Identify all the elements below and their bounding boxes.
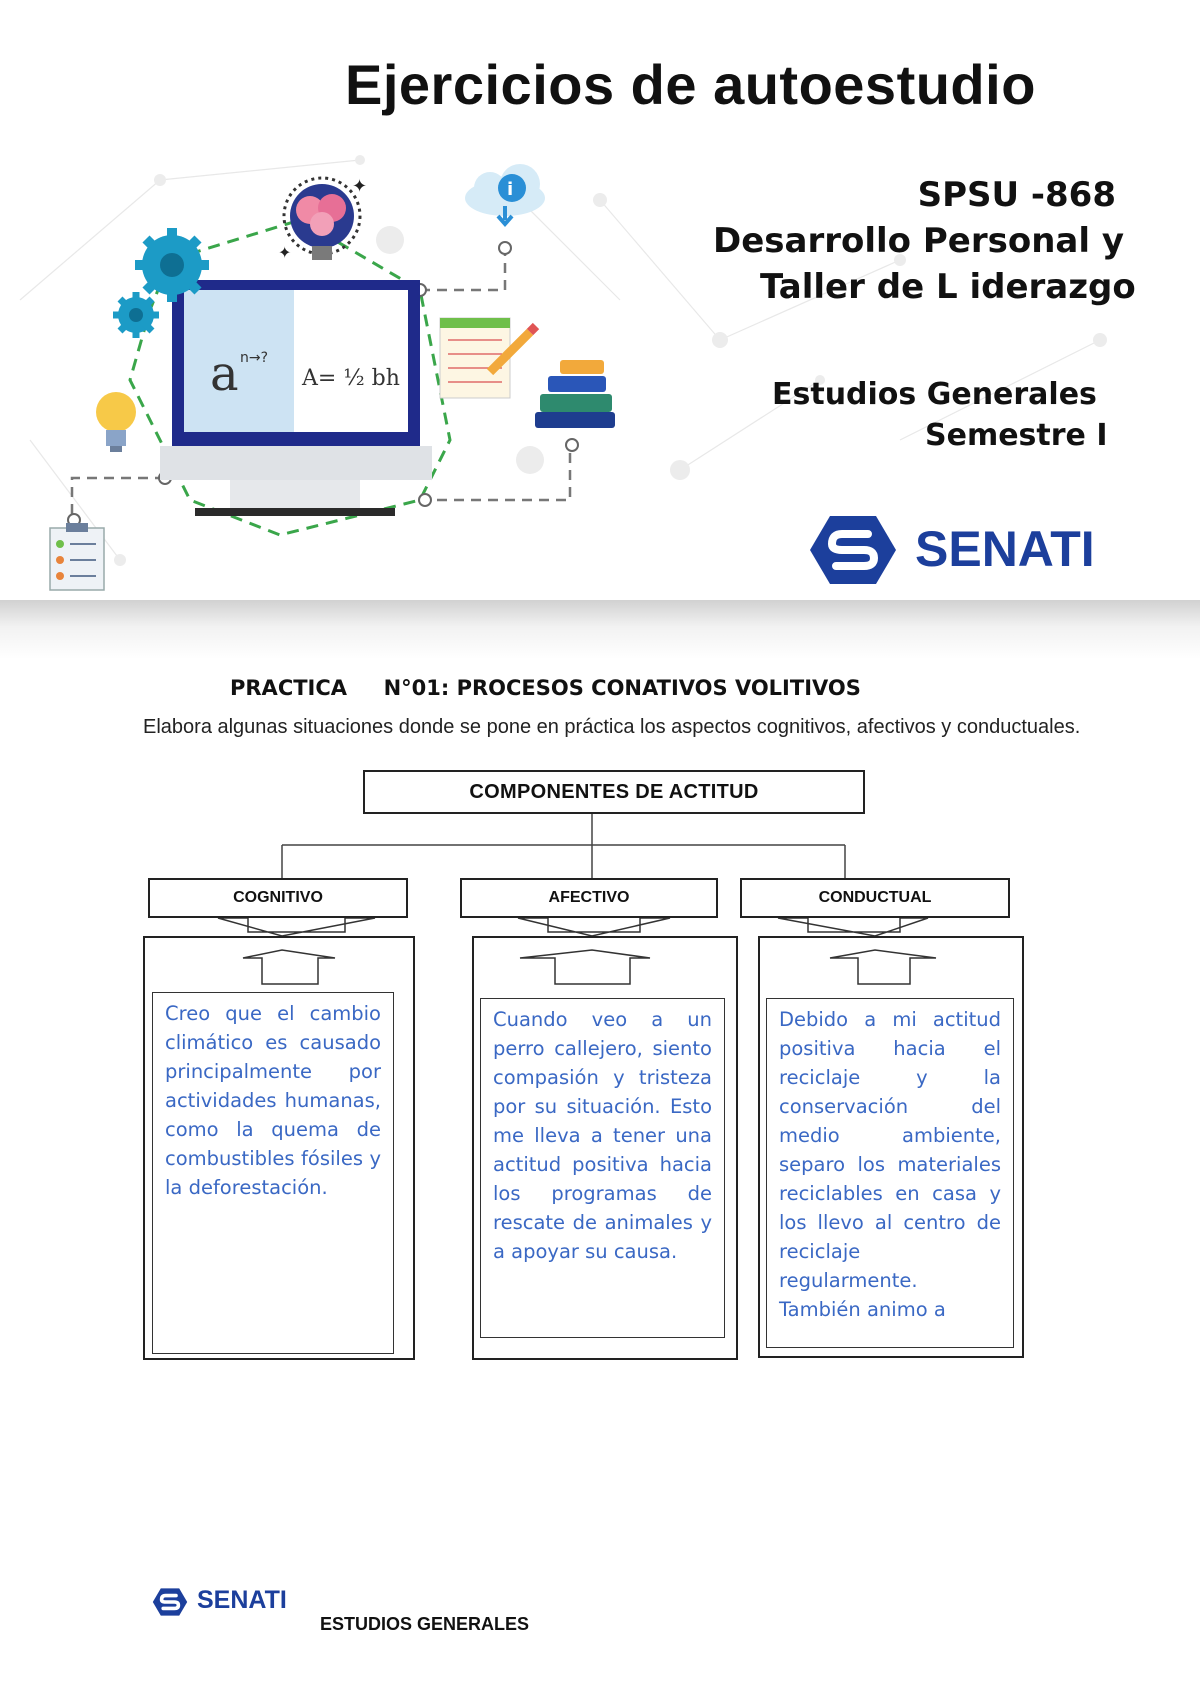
footer-brand: SENATI (197, 1586, 287, 1614)
notepad-pencil-icon (439, 317, 540, 399)
connector-lines (70, 250, 572, 520)
course-name-line2: Taller de L iderazgo (760, 267, 1136, 307)
response-frame-cognitivo (143, 936, 415, 1360)
senati-logo-icon (810, 516, 896, 584)
dotted-path (128, 218, 452, 537)
svg-text:n→?: n→? (240, 350, 268, 366)
gear-icon (113, 228, 209, 338)
course-code: SPSU -868 (917, 175, 1116, 215)
footer-logo-icon (152, 1588, 188, 1616)
svg-text:A= ½ bh: A= ½ bh (301, 366, 400, 391)
arrow-icons (217, 917, 937, 985)
header-illustration: a n→? A= ½ bh ✦ ✦ i (19, 155, 1107, 591)
info-cloud-icon: i (465, 164, 545, 228)
department: Estudios Generales (772, 377, 1097, 412)
svg-text:✦: ✦ (278, 245, 291, 262)
svg-text:a: a (210, 346, 239, 402)
response-frame-conductual (758, 936, 1024, 1358)
category-cognitivo: COGNITIVO (148, 878, 408, 918)
page-title: Ejercicios de autoestudio (345, 53, 1036, 116)
monitor-icon: a n→? A= ½ bh (160, 280, 432, 516)
diagram-root: COMPONENTES DE ACTITUD (363, 770, 865, 814)
connector-nodes (67, 241, 579, 527)
books-icon (535, 360, 615, 428)
category-afectivo: AFECTIVO (460, 878, 718, 918)
semester: Semestre I (925, 418, 1108, 453)
senati-brand: SENATI (915, 521, 1095, 577)
header-divider (0, 600, 1200, 660)
course-name-line1: Desarrollo Personal y (713, 221, 1125, 261)
response-text-cognitivo[interactable]: Creo que el cambio climático es causado … (152, 992, 394, 1354)
practice-heading: PRACTICA N°01: PROCESOS CONATIVOS VOLITI… (230, 676, 861, 700)
network-dots (114, 155, 1107, 566)
diagram-connectors (217, 814, 937, 985)
practice-instructions: Elabora algunas situaciones donde se pon… (143, 716, 1081, 738)
checklist-icon (49, 523, 105, 591)
response-text-conductual[interactable]: Debido a mi actitud positiva hacia el re… (766, 998, 1014, 1348)
brain-bulb-icon: ✦ ✦ (278, 176, 367, 262)
svg-text:✦: ✦ (352, 176, 367, 196)
response-frame-afectivo (472, 936, 738, 1360)
category-conductual: CONDUCTUAL (740, 878, 1010, 918)
svg-text:i: i (507, 179, 513, 200)
response-text-afectivo[interactable]: Cuando veo a un perro callejero, siento … (480, 998, 725, 1338)
lightbulb-icon (96, 392, 136, 452)
footer-label: ESTUDIOS GENERALES (320, 1614, 530, 1634)
